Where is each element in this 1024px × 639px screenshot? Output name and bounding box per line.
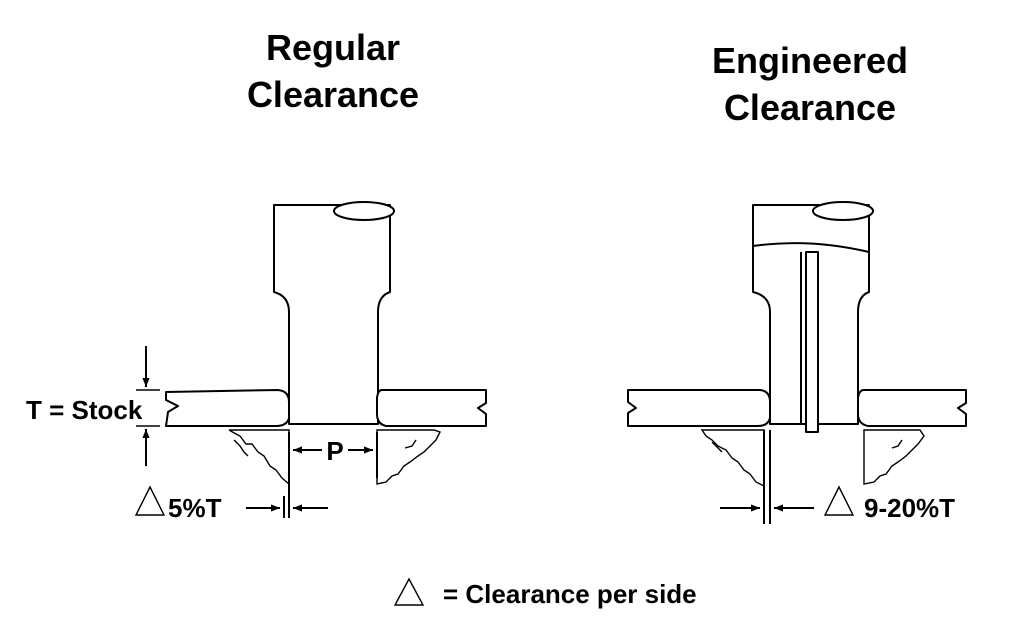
engineered-title-line1: Engineered bbox=[712, 40, 908, 81]
engineered-stock-left bbox=[627, 389, 771, 427]
engineered-clearance-panel: Engineered Clearance bbox=[627, 40, 967, 524]
engineered-punch bbox=[752, 201, 874, 433]
engineered-fracture-right bbox=[863, 429, 925, 485]
regular-clearance-callout: 5%T bbox=[134, 485, 328, 523]
regular-fracture-left bbox=[228, 429, 290, 486]
regular-fracture-right bbox=[376, 429, 441, 485]
regular-clearance-value: 5%T bbox=[168, 493, 222, 523]
engineered-stock-right bbox=[857, 389, 967, 427]
stock-thickness-dimension: T = Stock bbox=[26, 346, 160, 466]
engineered-clearance-value: 9-20%T bbox=[864, 493, 955, 523]
delta-icon bbox=[823, 485, 855, 516]
stock-label: T = Stock bbox=[26, 395, 143, 425]
delta-icon bbox=[134, 485, 166, 516]
engineered-clearance-callout: 9-20%T bbox=[720, 430, 955, 524]
regular-stock-right bbox=[376, 389, 487, 427]
engineered-fracture-left bbox=[700, 429, 765, 488]
regular-punch bbox=[273, 201, 395, 425]
legend-text: = Clearance per side bbox=[443, 579, 697, 609]
regular-title-line1: Regular bbox=[266, 27, 400, 68]
regular-title-line2: Clearance bbox=[247, 74, 419, 115]
regular-stock-left bbox=[165, 389, 290, 427]
delta-icon bbox=[393, 577, 425, 606]
engineered-title-line2: Clearance bbox=[724, 87, 896, 128]
regular-clearance-panel: Regular Clearance T = bbox=[26, 27, 487, 523]
punch-label: P bbox=[326, 436, 343, 466]
legend: = Clearance per side bbox=[393, 577, 697, 609]
punch-dimension: P bbox=[288, 432, 378, 518]
